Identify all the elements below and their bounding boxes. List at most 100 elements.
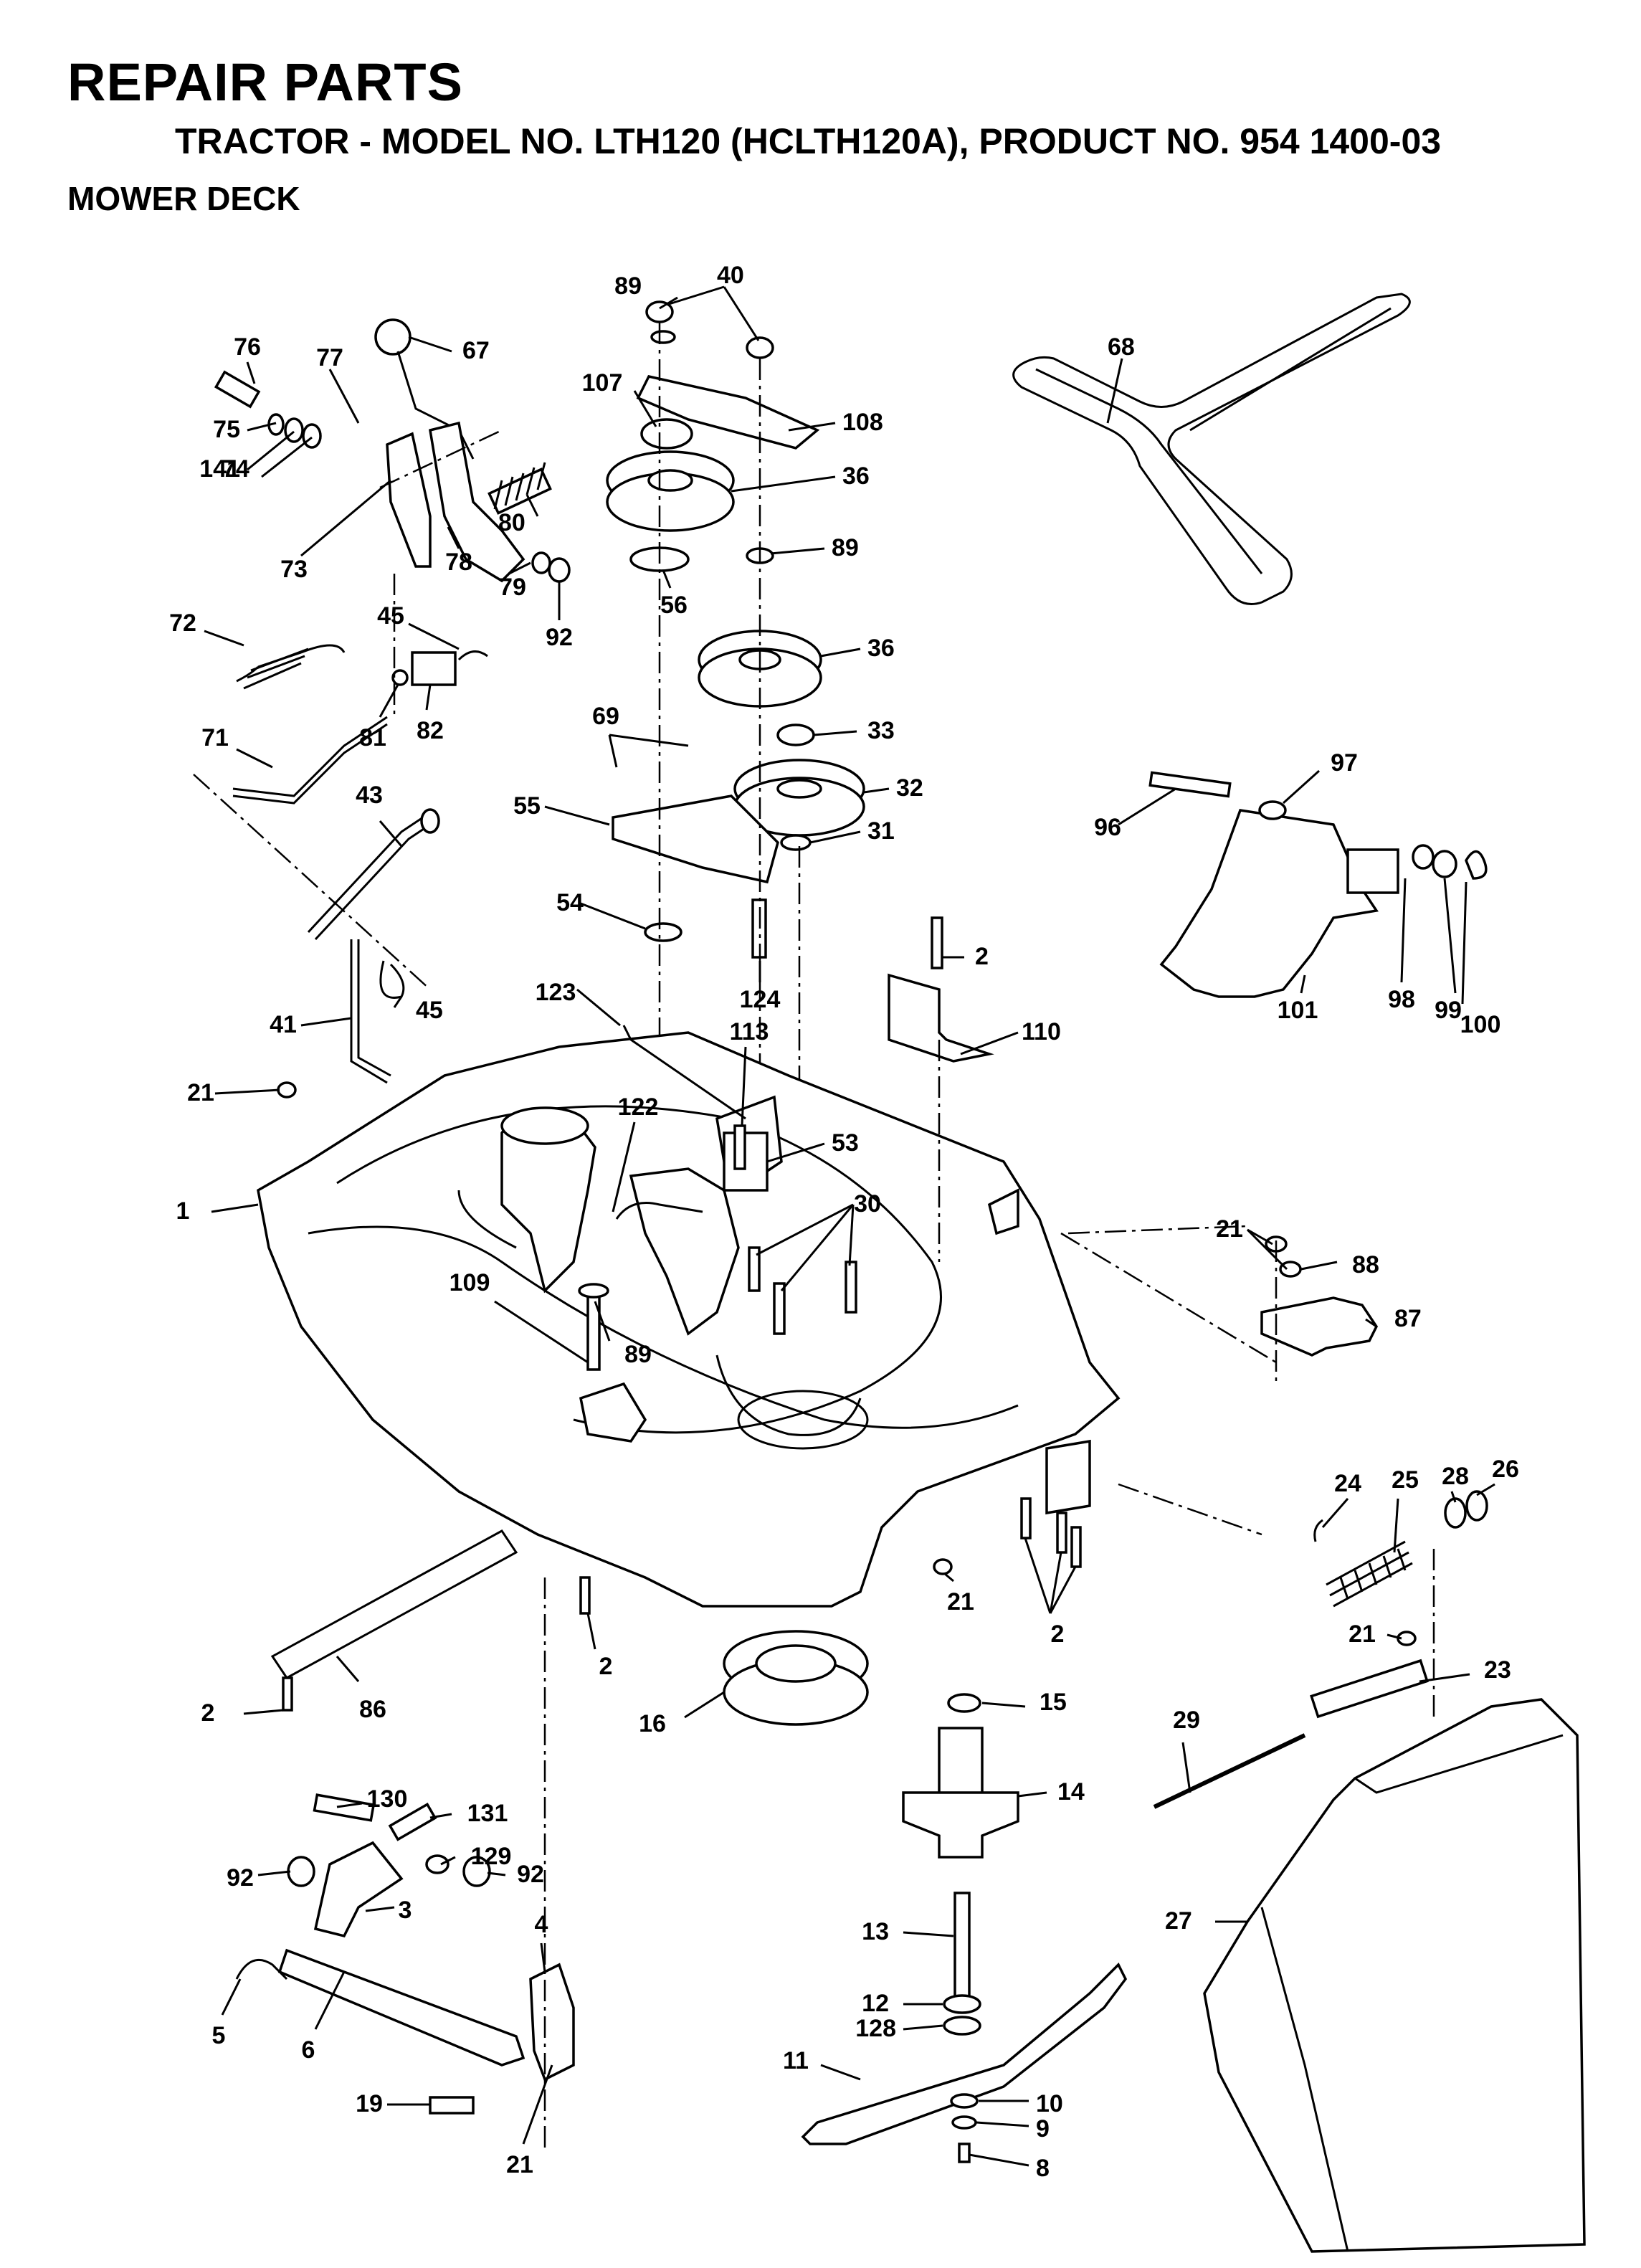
- blade-11: [801, 1963, 1128, 2145]
- callout-label: 89: [614, 272, 642, 300]
- callout-label: 8: [1036, 2155, 1050, 2182]
- callout-label: 30: [854, 1190, 881, 1218]
- callout-label: 82: [417, 717, 444, 744]
- callout-label: 131: [467, 1800, 508, 1827]
- callout-label: 29: [1173, 1707, 1200, 1734]
- callout-label: 86: [359, 1696, 386, 1723]
- callout-label: 89: [832, 534, 859, 561]
- bolt-113: [733, 1124, 746, 1170]
- nut-40b: [746, 336, 774, 359]
- callout-label: 73: [280, 556, 308, 583]
- callout-label: 2: [1051, 1621, 1065, 1648]
- rear-link-86: [270, 1529, 518, 1679]
- callout-label: 100: [1460, 1011, 1501, 1038]
- rod-123: [622, 1025, 746, 1120]
- callout-label: 23: [1484, 1656, 1511, 1684]
- callout-label: 21: [506, 2151, 533, 2178]
- callout-label: 45: [416, 997, 443, 1024]
- callout-label: 88: [1352, 1251, 1379, 1278]
- nut-40a: [645, 300, 674, 323]
- callout-label: 72: [169, 609, 196, 637]
- callout-label: 75: [213, 416, 240, 443]
- callout-label: 36: [867, 635, 895, 662]
- arm-3: [313, 1841, 404, 1938]
- callout-label: 97: [1331, 749, 1358, 777]
- lift-link-71: [232, 716, 388, 797]
- callout-label: 68: [1108, 333, 1135, 361]
- callout-label: 2: [975, 943, 989, 970]
- callout-label: 43: [356, 782, 383, 809]
- callout-label: 13: [862, 1918, 889, 1945]
- chute-27: [1203, 1698, 1586, 2253]
- callout-label: 122: [618, 1093, 659, 1121]
- callout-label: 12: [862, 1990, 889, 2017]
- bolt-19: [429, 2096, 475, 2115]
- callout-label: 31: [867, 817, 895, 845]
- bracket-110: [888, 973, 994, 1063]
- callout-label: 54: [556, 889, 584, 916]
- callout-label: 71: [201, 724, 229, 751]
- hairpin-45: [379, 960, 405, 999]
- callout-label: 10: [1036, 2090, 1063, 2117]
- callout-label: 3: [399, 1897, 412, 1924]
- front-link-43: [307, 816, 424, 934]
- callout-label: 76: [234, 333, 261, 361]
- callout-label: 79: [499, 574, 526, 601]
- callout-label: 108: [842, 409, 883, 436]
- callout-label: 129: [471, 1843, 512, 1870]
- callout-label: 107: [582, 369, 623, 397]
- callout-label: 81: [359, 724, 386, 751]
- callout-label: 110: [1022, 1018, 1061, 1045]
- callout-label: 21: [1349, 1621, 1376, 1648]
- callout-label: 128: [855, 2015, 896, 2042]
- callout-label: 78: [445, 549, 472, 576]
- bracket-87: [1260, 1296, 1379, 1357]
- arm-6: [277, 1948, 525, 2067]
- callout-label: 101: [1278, 997, 1318, 1024]
- pin-5: [235, 1958, 288, 1980]
- callout-label: 6: [302, 2036, 315, 2064]
- callout-label: 9: [1036, 2115, 1050, 2143]
- pulley-bracket-55: [612, 794, 779, 884]
- callout-label: 2: [599, 1653, 613, 1680]
- page-title: REPAIR PARTS: [67, 52, 463, 112]
- callout-label: 14: [1057, 1778, 1085, 1806]
- callout-label: 11: [783, 2047, 809, 2074]
- bracket-4: [529, 1963, 575, 2082]
- rod-122: [615, 1202, 703, 1220]
- callout-label: 5: [212, 2022, 226, 2049]
- spacer-107: [640, 418, 693, 450]
- callout-label: 21: [187, 1079, 214, 1106]
- callout-label: 19: [356, 2090, 383, 2117]
- callout-label: 69: [592, 703, 619, 730]
- callout-labels: 89 40 68 107 108 76 77 67 36 75 141 74 8…: [169, 262, 1519, 2182]
- lift-bracket-78: [429, 421, 525, 583]
- callout-label: 36: [842, 462, 870, 490]
- callout-label: 92: [546, 624, 573, 651]
- lift-knob-67: [374, 318, 412, 356]
- shaft-13: [953, 1892, 971, 2002]
- section-title: MOWER DECK: [67, 180, 300, 217]
- leader-lines: [204, 285, 1495, 2167]
- callout-label: 26: [1492, 1456, 1519, 1483]
- callout-label: 99: [1435, 997, 1462, 1024]
- bolt-131: [388, 1802, 437, 1841]
- rod-29: [1153, 1733, 1306, 1809]
- callout-label: 25: [1392, 1466, 1419, 1494]
- callout-label: 53: [832, 1129, 859, 1157]
- spring-25: [1326, 1540, 1413, 1608]
- spring-80: [487, 468, 552, 515]
- callout-label: 80: [498, 509, 525, 536]
- callout-label: 92: [517, 1861, 544, 1888]
- rod-23: [1310, 1659, 1429, 1719]
- callout-label: 109: [450, 1269, 490, 1296]
- page-subtitle: TRACTOR - MODEL NO. LTH120 (HCLTH120A), …: [175, 121, 1442, 161]
- callout-label: 16: [639, 1710, 666, 1737]
- callout-label: 21: [1216, 1215, 1243, 1243]
- callout-label: 2: [201, 1699, 215, 1727]
- callout-label: 27: [1165, 1907, 1192, 1935]
- callout-label: 124: [740, 986, 781, 1013]
- callout-label: 24: [1334, 1470, 1361, 1497]
- callout-label: 96: [1094, 814, 1121, 841]
